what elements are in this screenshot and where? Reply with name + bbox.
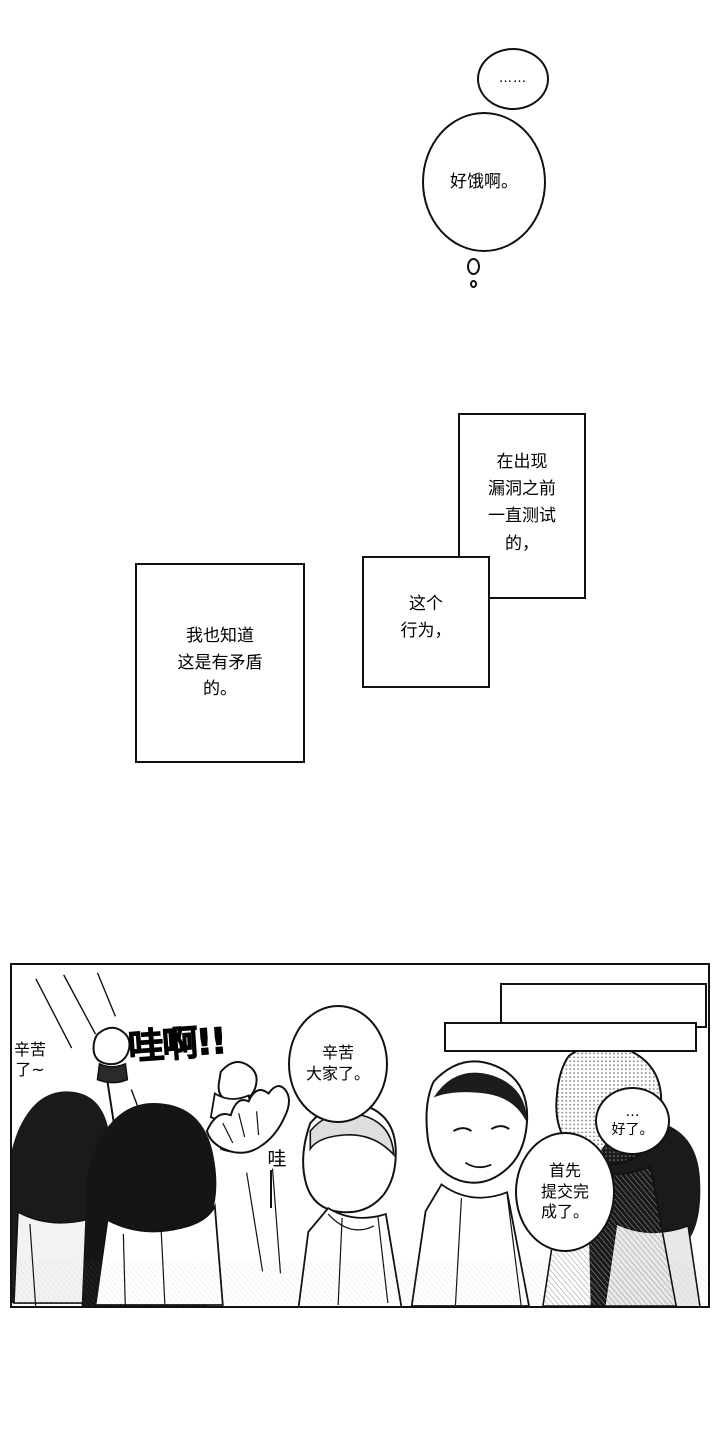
- thanks-everyone-line-2: 大家了。: [305, 1064, 370, 1083]
- caption-step-lower-line-1: 这个: [409, 594, 443, 614]
- speech-balloon-ok-now: … 好了。: [595, 1087, 670, 1155]
- speech-balloon-ellipsis-text: ……: [499, 71, 527, 87]
- free-text-wa: 哇: [267, 1148, 287, 1170]
- caption-box-left-text: 我也知道 这是有矛盾 的。: [178, 623, 263, 702]
- caption-box-step: 在出现 漏洞之前 一直测试 的， 这个 行为，: [362, 413, 586, 688]
- speech-balloon-submitted-text: 首先 提交完 成了。: [541, 1161, 589, 1223]
- motion-lines: [35, 972, 144, 1122]
- caption-step-upper-line-4: 的，: [505, 533, 539, 554]
- submitted-line-3: 成了。: [540, 1202, 589, 1222]
- tired-left-line-1: 辛苦: [13, 1040, 46, 1059]
- caption-box-left-line-2: 这是有矛盾: [177, 652, 263, 673]
- submitted-line-1: 首先: [548, 1160, 581, 1180]
- blank-caption-box-lower: [444, 1022, 697, 1052]
- caption-step-upper-line-1: 在出现: [496, 452, 548, 472]
- submitted-line-2: 提交完: [540, 1181, 589, 1201]
- caption-box-left-line-1: 我也知道: [186, 626, 254, 647]
- tired-left-line-2: 了~: [15, 1060, 45, 1079]
- waving-hand: [205, 1085, 290, 1154]
- speech-balloon-ok-now-text: … 好了。: [612, 1103, 654, 1139]
- ok-now-line-2: 好了。: [611, 1122, 654, 1138]
- pointer-line-wa: [270, 1170, 272, 1208]
- caption-box-left: 我也知道 这是有矛盾 的。: [135, 563, 305, 763]
- speech-balloon-thanks-everyone-text: 辛苦 大家了。: [306, 1043, 370, 1085]
- caption-step-seam-mask: [460, 558, 486, 597]
- caption-step-upper-line-2: 漏洞之前: [488, 479, 556, 500]
- sound-effect-shout: 哇啊!!: [126, 1021, 227, 1070]
- bottom-panel-artwork: [12, 972, 708, 1306]
- speech-balloon-thanks-everyone: 辛苦 大家了。: [288, 1005, 388, 1123]
- caption-step-upper-line-3: 一直测试: [488, 506, 556, 527]
- caption-step-lower-text: 这个 行为，: [364, 591, 488, 645]
- ok-now-line-1: …: [625, 1103, 640, 1120]
- speech-balloon-submitted: 首先 提交完 成了。: [515, 1132, 615, 1252]
- speech-balloon-ellipsis: ……: [477, 48, 549, 110]
- speech-balloon-hungry-text: 好饿啊。: [450, 171, 518, 192]
- thanks-everyone-line-1: 辛苦: [321, 1043, 354, 1063]
- background-shading: [12, 1168, 708, 1306]
- caption-box-left-line-3: 的。: [203, 679, 237, 700]
- balloon-tail-dot-small: [470, 280, 477, 288]
- speech-balloon-hungry: 好饿啊。: [422, 112, 546, 252]
- balloon-tail-dot-large: [467, 258, 480, 275]
- free-text-tired-left: 辛苦 了~: [4, 1040, 56, 1080]
- caption-step-upper-text: 在出现 漏洞之前 一直测试 的，: [460, 449, 584, 558]
- caption-step-lower-line-2: 行为，: [400, 621, 452, 642]
